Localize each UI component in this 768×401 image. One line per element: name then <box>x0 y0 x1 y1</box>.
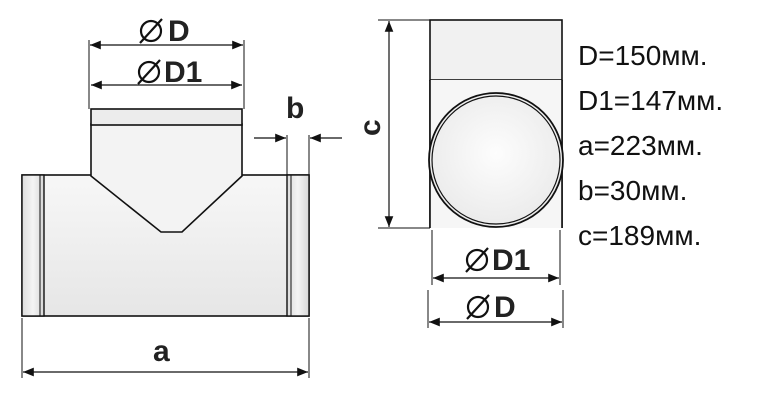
label-b: b <box>286 92 304 125</box>
dimension-d-side: D <box>427 290 564 328</box>
diameter-symbol-icon <box>465 247 489 273</box>
label-d-side: D <box>494 291 516 324</box>
dimension-b: b <box>254 92 342 175</box>
diameter-symbol-icon <box>137 59 161 85</box>
front-view <box>21 108 310 317</box>
outer-circle-d <box>428 92 564 228</box>
diameter-symbol-icon <box>139 18 163 44</box>
dimension-d1-front: D1 <box>91 56 242 90</box>
dimension-d1-side: D1 <box>431 230 561 285</box>
dimension-d-front: D <box>88 15 245 109</box>
diameter-symbol-icon <box>466 294 490 320</box>
inner-circle-d1 <box>431 95 561 225</box>
label-d1-front: D1 <box>164 56 202 89</box>
spec-d: D=150мм. <box>578 40 708 71</box>
spec-b: b=30мм. <box>578 175 688 206</box>
spec-a: a=223мм. <box>578 130 703 161</box>
side-branch <box>429 19 563 81</box>
label-a: a <box>153 335 170 368</box>
label-d-front: D <box>168 15 190 48</box>
right-sleeve <box>286 174 310 317</box>
spec-d1: D1=147мм. <box>578 85 724 116</box>
spec-c: c=189мм. <box>578 220 702 251</box>
side-view <box>428 19 564 228</box>
branch-top-ring <box>90 108 243 126</box>
label-c: c <box>354 119 387 136</box>
dimension-a: a <box>21 318 310 378</box>
left-sleeve <box>21 174 45 317</box>
dimension-c: c <box>354 19 430 229</box>
label-d1-side: D1 <box>492 244 530 277</box>
